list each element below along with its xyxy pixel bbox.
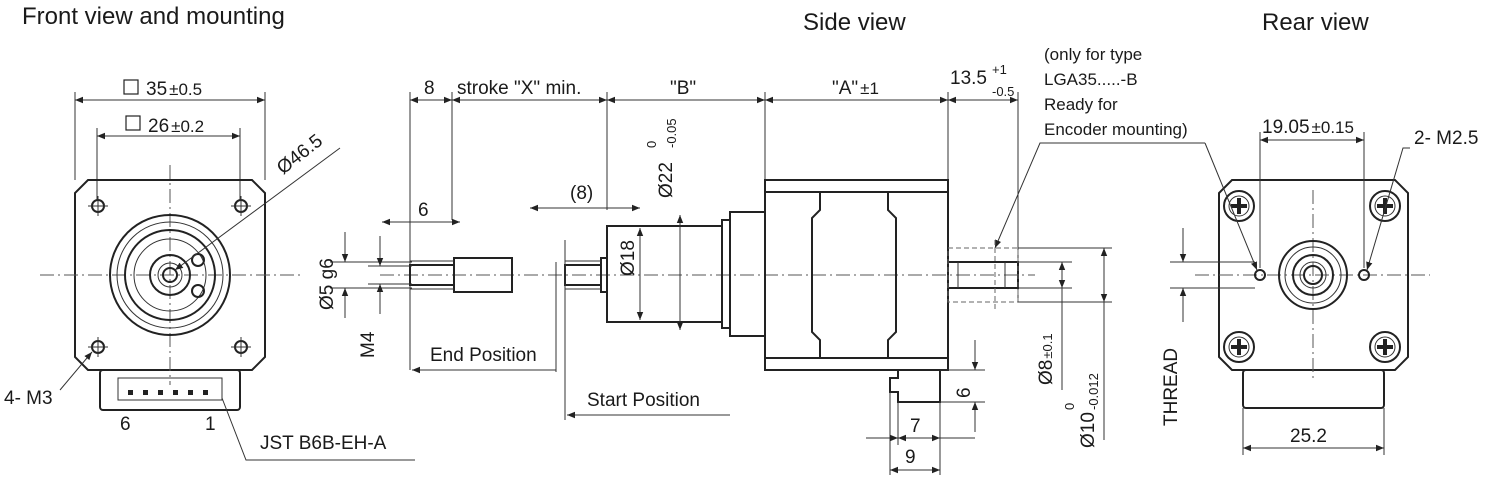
front-mounting-holes	[88, 196, 251, 357]
dim-a-label: "A"±1	[832, 78, 879, 99]
front-holes-label: 4- M3	[4, 388, 53, 409]
dia-22-label: Ø22	[656, 162, 677, 198]
dim-b-label: "B"	[670, 78, 696, 99]
dia-22-upper: 0	[644, 141, 659, 148]
dia-10-label: Ø10	[1078, 412, 1099, 448]
encoder-note-4: Encoder mounting)	[1044, 120, 1188, 139]
encoder-note-2: LGA35.....-B	[1044, 70, 1138, 89]
connector-label: JST B6B-EH-A	[260, 433, 387, 454]
encoder-note-3: Ready for	[1044, 95, 1118, 114]
dim-paren-8-label: (8)	[570, 183, 593, 204]
dim-135-lower: -0.5	[992, 84, 1014, 99]
rear-view: 25.2 19.05±0.15 2- M2.5	[1161, 117, 1478, 455]
square-inner-dim: 26±0.2	[148, 116, 204, 137]
encoder-note-1: (only for type	[1044, 45, 1142, 64]
dim-135-label: 13.5	[950, 68, 987, 89]
shaft-diameter-label: Ø5 g6	[317, 258, 338, 310]
dim-9-label: 9	[905, 447, 916, 468]
thread-label: THREAD	[1161, 348, 1182, 426]
dim-135-upper: +1	[992, 62, 1007, 77]
dim-7-label: 7	[910, 416, 921, 437]
dim-6-label: 6	[418, 200, 429, 221]
rear-spacing-label: 19.05±0.15	[1262, 117, 1354, 138]
end-position-label: End Position	[430, 345, 537, 366]
pin-6-label: 6	[120, 414, 131, 435]
thread-m4-label: M4	[358, 331, 379, 358]
side-view: 8 stroke "X" min. "B" "A"±1 13.5 +1 -0.5…	[317, 45, 1205, 475]
start-position-label: Start Position	[587, 390, 700, 411]
dia-10-upper: 0	[1062, 403, 1077, 410]
dia-18-label: Ø18	[618, 240, 639, 276]
side-view-title: Side view	[803, 9, 906, 36]
front-diameter-label: Ø46.5	[273, 131, 327, 179]
rear-view-title: Rear view	[1262, 9, 1369, 36]
connector-pins	[128, 390, 208, 395]
stroke-label: stroke "X" min.	[457, 78, 581, 99]
dim-8-label: 8	[424, 78, 435, 99]
front-view: 35±0.5 26±0.2 6 1	[4, 79, 415, 461]
dia-10-lower: -0.012	[1086, 373, 1101, 410]
front-view-title: Front view and mounting	[22, 3, 285, 30]
pin-1-label: 1	[205, 414, 216, 435]
rear-width-label: 25.2	[1290, 426, 1327, 447]
square-outer-dim: 35±0.5	[146, 79, 202, 100]
dia-22-lower: -0.05	[664, 118, 679, 148]
rear-holes-label: 2- M2.5	[1414, 128, 1478, 149]
dia-8-label: Ø8±0.1	[1036, 333, 1057, 385]
rear-screws	[1223, 190, 1401, 363]
dim-6b-label: 6	[954, 387, 975, 398]
